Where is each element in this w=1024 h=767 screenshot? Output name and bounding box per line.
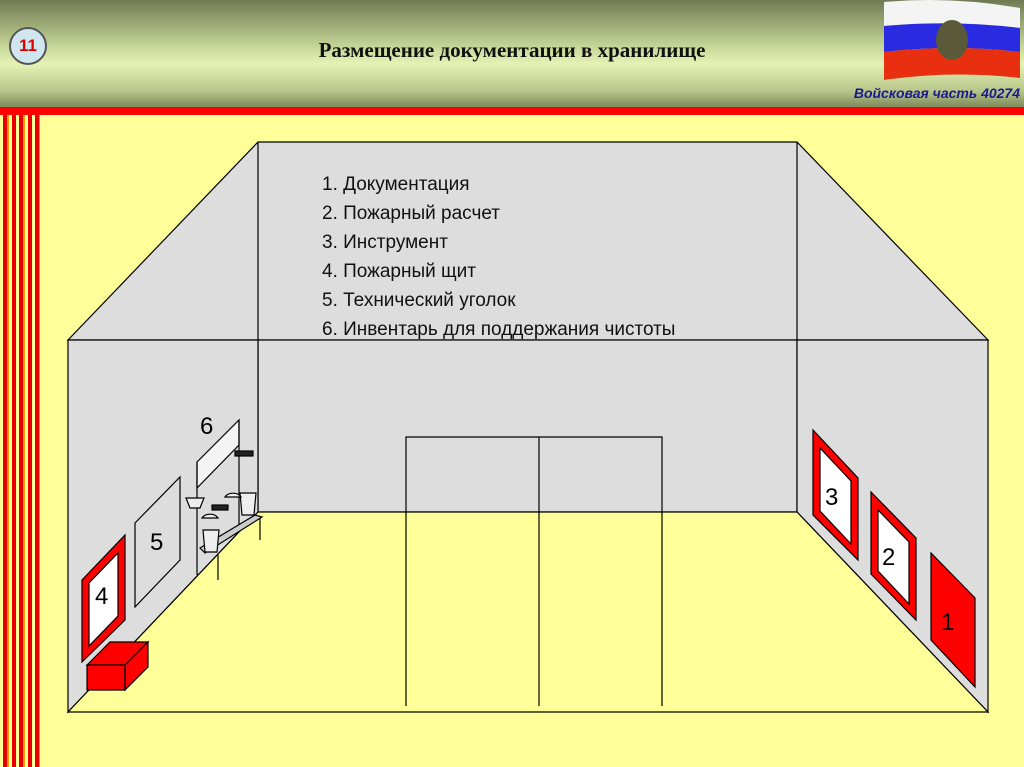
- door: [405, 436, 663, 706]
- label-2: 2: [882, 544, 895, 571]
- legend-item: 3. Инструмент: [322, 232, 448, 253]
- slide-number-badge: 11: [9, 27, 47, 65]
- item-6-cleaning-inventory: [185, 418, 264, 580]
- russian-flag-emblem-icon: [884, 0, 1020, 80]
- legend-item: 4. Пожарный щит: [322, 261, 476, 282]
- label-5: 5: [150, 529, 163, 556]
- slide-header: [0, 0, 1024, 107]
- fire-box: [85, 640, 150, 692]
- legend-list: 1. Документация 2. Пожарный расчет 3. Ин…: [322, 170, 675, 344]
- label-3: 3: [825, 484, 838, 511]
- header-divider: [0, 107, 1024, 115]
- legend-item: 2. Пожарный расчет: [322, 203, 500, 224]
- military-unit-label: Войсковая часть 40274: [853, 85, 1020, 101]
- item-1-documentation-panel: [930, 551, 976, 689]
- label-1: 1: [941, 609, 954, 636]
- label-4: 4: [95, 583, 108, 610]
- legend-item: 1. Документация: [322, 174, 470, 195]
- side-stripes: [0, 115, 40, 767]
- item-5-technical-corner: [134, 475, 181, 609]
- legend-item: 5. Технический уголок: [322, 290, 516, 311]
- slide-title: Размещение документации в хранилище: [318, 38, 706, 62]
- legend-item: 6. Инвентарь для поддержания чистоты: [322, 319, 676, 340]
- label-6: 6: [200, 413, 213, 440]
- back-wall: [257, 339, 798, 513]
